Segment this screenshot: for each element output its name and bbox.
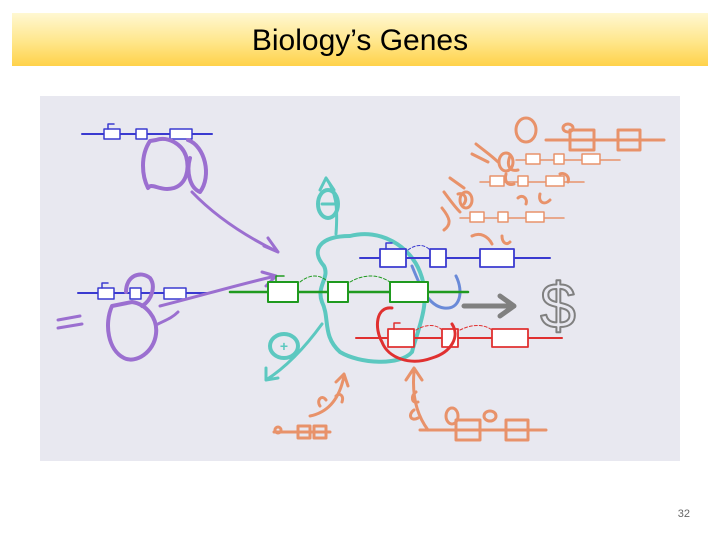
orange-ring-mid bbox=[458, 190, 474, 210]
orange-arrow-bottom-left bbox=[308, 372, 350, 418]
purple-arrow-top bbox=[190, 190, 280, 254]
orange-scribble-bottom-left bbox=[317, 392, 344, 408]
teal-cloud bbox=[315, 232, 427, 364]
orange-scribbles bbox=[440, 142, 570, 246]
teal-plus-circle bbox=[268, 332, 300, 360]
teal-arrow-top bbox=[318, 176, 339, 236]
purple-gene-top bbox=[81, 123, 213, 140]
orange-gene-row-3 bbox=[459, 211, 565, 223]
slide-title: Biology’s Genes bbox=[251, 24, 469, 57]
teal-minus-circle bbox=[316, 188, 340, 220]
orange-scribble-bottom-right bbox=[409, 390, 420, 421]
orange-gene-bottom-right bbox=[418, 406, 548, 442]
purple-loop-bottom bbox=[124, 272, 155, 308]
gene-network-sketch: + bbox=[40, 96, 680, 461]
blue-gene bbox=[359, 242, 551, 268]
purple-protein-top bbox=[141, 137, 190, 191]
purple-protein-bottom bbox=[106, 300, 159, 362]
teal-plus-sign: + bbox=[280, 338, 288, 354]
red-gene bbox=[355, 322, 563, 348]
red-loop bbox=[375, 306, 457, 363]
orange-ring-small bbox=[497, 151, 515, 173]
gray-arrow bbox=[461, 293, 517, 319]
purple-gene-bottom bbox=[77, 282, 209, 300]
purple-loop-top bbox=[186, 138, 208, 194]
green-gene bbox=[228, 275, 470, 303]
orange-gene-top bbox=[514, 116, 666, 152]
page-number: 32 bbox=[677, 508, 690, 520]
orange-gene-bottom-left bbox=[272, 424, 332, 440]
orange-arrow-bottom-right bbox=[404, 366, 430, 432]
dollar-sign: $ bbox=[540, 270, 576, 342]
orange-gene-row-1 bbox=[515, 153, 621, 165]
title-bar bbox=[12, 13, 708, 66]
purple-hatch-marks bbox=[56, 310, 180, 330]
